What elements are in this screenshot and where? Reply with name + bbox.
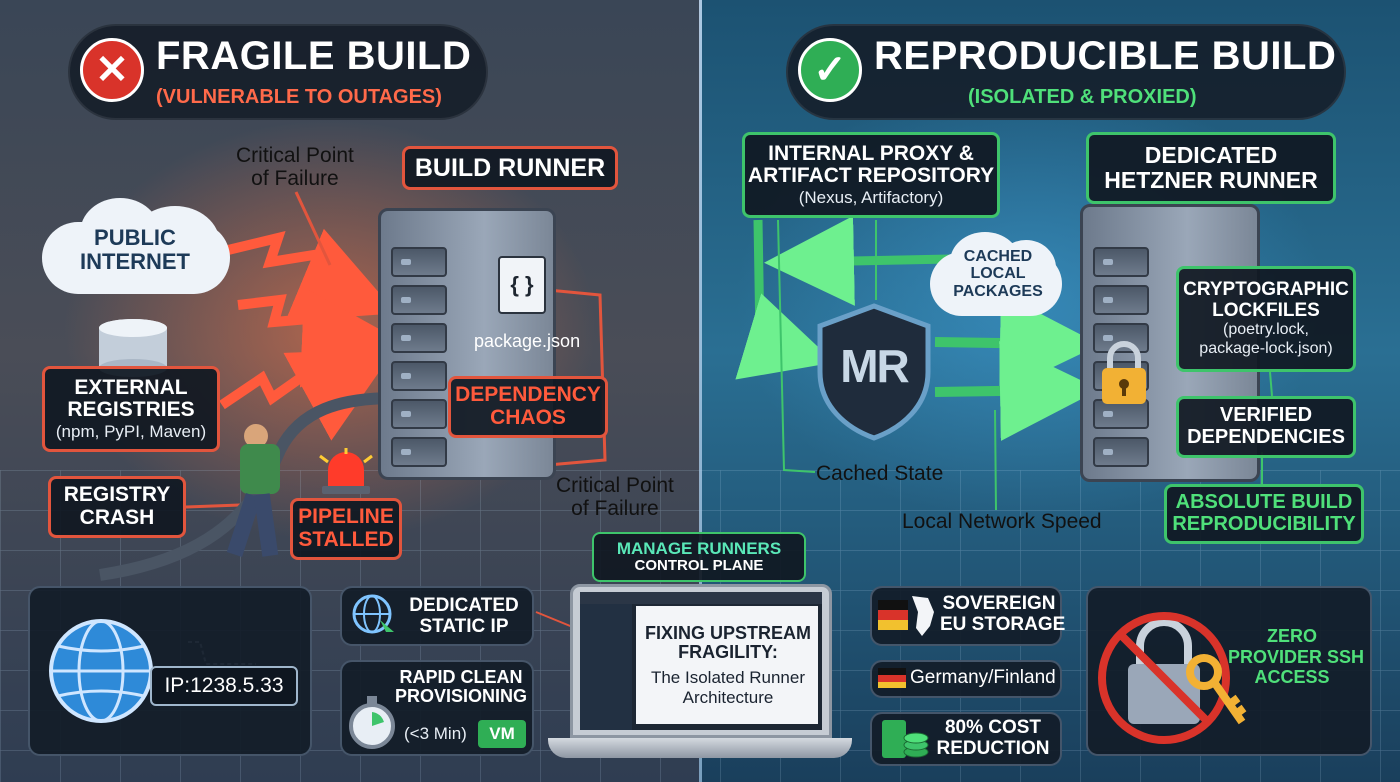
dependency-chaos-box: DEPENDENCY CHAOS — [448, 376, 608, 438]
external-registries-box: EXTERNAL REGISTRIES (npm, PyPI, Maven) — [42, 366, 220, 452]
critical-point-bottom-label: Critical Point of Failure — [556, 474, 674, 521]
reproducible-build-subtitle: (ISOLATED & PROXIED) — [968, 86, 1197, 108]
pointer-crash — [185, 503, 241, 509]
provisioning-time: (<3 Min) — [404, 724, 467, 743]
x-icon: ✕ — [80, 38, 144, 102]
control-plane-label: MANAGE RUNNERS CONTROL PLANE — [592, 532, 806, 582]
laptop-headline: FIXING UPSTREAM FRAGILITY: — [644, 623, 811, 663]
critical-point-top-label: Critical Point of Failure — [236, 144, 354, 191]
vm-badge: VM — [478, 720, 526, 748]
flag-icon — [876, 592, 938, 640]
pointer-cached-state — [777, 219, 816, 473]
proxy-flow-down — [735, 219, 835, 380]
fragile-build-subtitle: (VULNERABLE TO OUTAGES) — [156, 86, 442, 108]
stopwatch-icon — [346, 694, 398, 750]
laptop-body: The Isolated Runner Architecture — [650, 668, 806, 708]
dedicated-static-ip-label: DEDICATED STATIC IP — [409, 595, 519, 637]
failure-bolt-3 — [219, 348, 396, 441]
globe-icon — [46, 616, 156, 726]
eu-storage-label: SOVEREIGN EU STORAGE — [940, 593, 1066, 635]
proxy-to-runner-1 — [934, 293, 1100, 394]
fragile-build-title: FRAGILE BUILD — [156, 34, 472, 78]
cached-state-label: Cached State — [816, 462, 944, 485]
location-label: Germany/Finland — [910, 667, 1056, 688]
cost-reduction-label: 80% COST REDUCTION — [936, 717, 1050, 759]
reproducible-build-header: ✓ REPRODUCIBLE BUILD (ISOLATED & PROXIED… — [786, 24, 1346, 120]
failure-bolt-2 — [237, 287, 402, 388]
failure-bolt-1 — [226, 228, 397, 322]
rapid-provisioning-label: RAPID CLEAN PROVISIONING — [394, 667, 528, 707]
reproducible-build-title: REPRODUCIBLE BUILD — [874, 34, 1337, 78]
center-divider — [699, 0, 702, 782]
globe-cursor-icon — [350, 592, 398, 640]
proxy-to-runner-2 — [934, 340, 1100, 441]
file-icon: { } — [498, 256, 546, 314]
shield-monogram: MR — [840, 340, 910, 392]
pointer-network-speed — [875, 220, 997, 511]
alarm-icon — [318, 448, 374, 494]
verified-dependencies-box: VERIFIED DEPENDENCIES — [1176, 396, 1356, 458]
network-speed-label: Local Network Speed — [902, 510, 1102, 533]
reproducibility-box: ABSOLUTE BUILD REPRODUCIBILITY — [1164, 484, 1364, 544]
registry-crash-box: REGISTRY CRASH — [48, 476, 186, 538]
check-icon: ✓ — [798, 38, 862, 102]
internal-proxy-box: INTERNAL PROXY & ARTIFACT REPOSITORY (Ne… — [742, 132, 1000, 218]
database-icon — [96, 318, 170, 378]
no-ssh-lock-icon — [1094, 606, 1254, 746]
fragile-build-header: ✕ FRAGILE BUILD (VULNERABLE TO OUTAGES) — [68, 24, 488, 120]
shield-icon — [814, 302, 934, 442]
pointer-critical-top — [294, 191, 332, 266]
build-runner-label: BUILD RUNNER — [402, 146, 618, 190]
package-json-label: package.json — [474, 331, 581, 351]
ssh-label: ZERO PROVIDER SSH ACCESS — [1228, 626, 1365, 688]
coins-icon — [878, 714, 930, 764]
key-icon — [1184, 652, 1250, 732]
germany-flag-icon — [878, 668, 906, 688]
cached-packages-label: CACHED LOCAL PACKAGES — [953, 248, 1043, 300]
pipeline-stalled-box: PIPELINE STALLED — [290, 498, 402, 560]
public-internet-label: PUBLIC INTERNET — [80, 225, 190, 274]
lockfiles-box: CRYPTOGRAPHIC LOCKFILES (poetry.lock, pa… — [1176, 266, 1356, 372]
lock-icon — [1098, 340, 1150, 406]
ip-address-field: IP:1238.5.33 — [150, 666, 298, 706]
hetzner-runner-box: DEDICATED HETZNER RUNNER — [1086, 132, 1336, 204]
